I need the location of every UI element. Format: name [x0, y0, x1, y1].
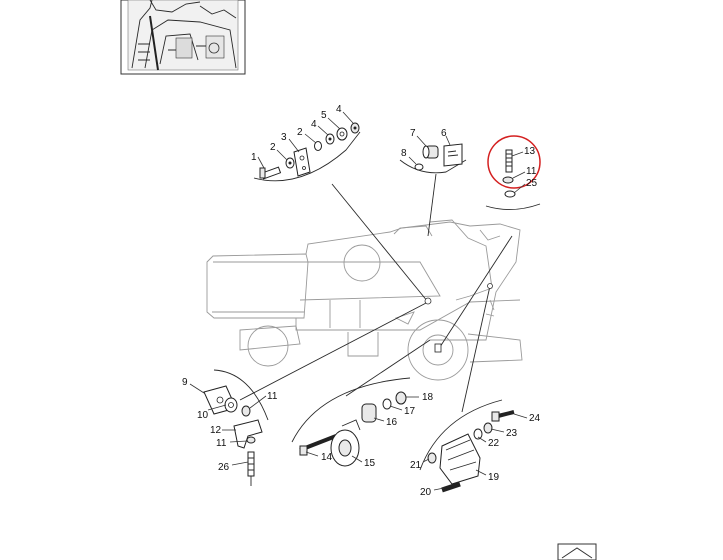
home-nav-icon[interactable]	[557, 543, 597, 560]
label-9: 9	[182, 377, 188, 388]
bolt-part-24[interactable]	[491, 410, 515, 422]
washer-part-25[interactable]	[504, 190, 516, 198]
label-7: 7	[410, 128, 416, 139]
label-3: 3	[281, 132, 287, 143]
label-2a: 2	[270, 142, 276, 153]
sensor-group-top-center[interactable]	[414, 143, 463, 171]
label-26: 26	[218, 462, 230, 473]
group-arcs	[213, 131, 541, 471]
label-11b: 11	[267, 391, 278, 402]
bolt-part-14[interactable]	[299, 434, 337, 456]
label-10: 10	[197, 410, 209, 421]
label-25: 25	[526, 178, 538, 189]
bracket-part-12[interactable]	[233, 419, 263, 449]
lamp-group-bottom-right[interactable]	[427, 410, 515, 493]
washer-part-5[interactable]	[336, 127, 348, 141]
lamp-housing-part-19[interactable]	[439, 433, 481, 485]
label-15: 15	[364, 458, 376, 469]
pin-part-26[interactable]	[247, 451, 255, 486]
label-19: 19	[488, 472, 500, 483]
label-20: 20	[420, 487, 432, 498]
plate-part-6[interactable]	[443, 143, 463, 167]
label-21: 21	[410, 460, 422, 471]
label-16: 16	[386, 417, 398, 428]
horn-group-bottom-center[interactable]	[299, 391, 407, 467]
nut-part-11b[interactable]	[241, 405, 251, 417]
label-2b: 2	[297, 127, 303, 138]
label-5: 5	[321, 110, 327, 121]
bulb-part-20[interactable]	[441, 481, 461, 493]
label-4a: 4	[311, 119, 317, 130]
connector-part-21[interactable]	[427, 452, 437, 464]
label-18: 18	[422, 392, 434, 403]
clip-part-8[interactable]	[414, 163, 424, 171]
mount-group-bottom-left[interactable]	[203, 385, 263, 486]
washer-part-2b[interactable]	[314, 141, 322, 151]
bracket-group-top-left[interactable]	[259, 122, 360, 180]
label-13: 13	[524, 146, 536, 157]
label-23: 23	[506, 428, 518, 439]
label-24: 24	[529, 413, 541, 424]
washer-part-17[interactable]	[382, 398, 392, 410]
label-17: 17	[404, 406, 416, 417]
nut-part-4a[interactable]	[325, 133, 335, 145]
pin-part-13[interactable]	[505, 149, 513, 173]
label-11c: 11	[216, 438, 227, 449]
nut-part-11a[interactable]	[502, 176, 514, 184]
washer-part-10[interactable]	[224, 397, 238, 413]
label-12: 12	[210, 425, 222, 436]
callout-labels: 1 2 3 2 4 5 4 7 6 8 13 11 25 9 10 11 12 …	[182, 104, 541, 498]
label-6: 6	[441, 128, 447, 139]
spacer-part-16[interactable]	[361, 403, 377, 423]
label-4b: 4	[336, 104, 342, 115]
nut-part-4b[interactable]	[350, 122, 360, 134]
bracket-plate-part-3[interactable]	[293, 147, 311, 177]
bolt-part-1[interactable]	[259, 166, 282, 180]
nut-part-23[interactable]	[483, 422, 493, 434]
nut-part-11c[interactable]	[246, 436, 256, 444]
combine-harvester-outline	[206, 219, 523, 381]
label-11a: 11	[526, 166, 537, 177]
label-22: 22	[488, 438, 500, 449]
sensor-part-7[interactable]	[422, 145, 439, 159]
leader-lines	[239, 173, 513, 413]
washer-part-2[interactable]	[285, 157, 295, 169]
label-1: 1	[251, 152, 257, 163]
highlighted-group-top-right[interactable]	[487, 135, 541, 198]
highlight-circle	[487, 135, 541, 189]
horn-part-15[interactable]	[330, 419, 361, 467]
washer-part-22[interactable]	[473, 428, 483, 440]
label-14: 14	[321, 452, 333, 463]
cab-thumbnail-inset[interactable]	[120, 0, 246, 75]
label-8: 8	[401, 148, 407, 159]
nut-part-18[interactable]	[395, 391, 407, 405]
